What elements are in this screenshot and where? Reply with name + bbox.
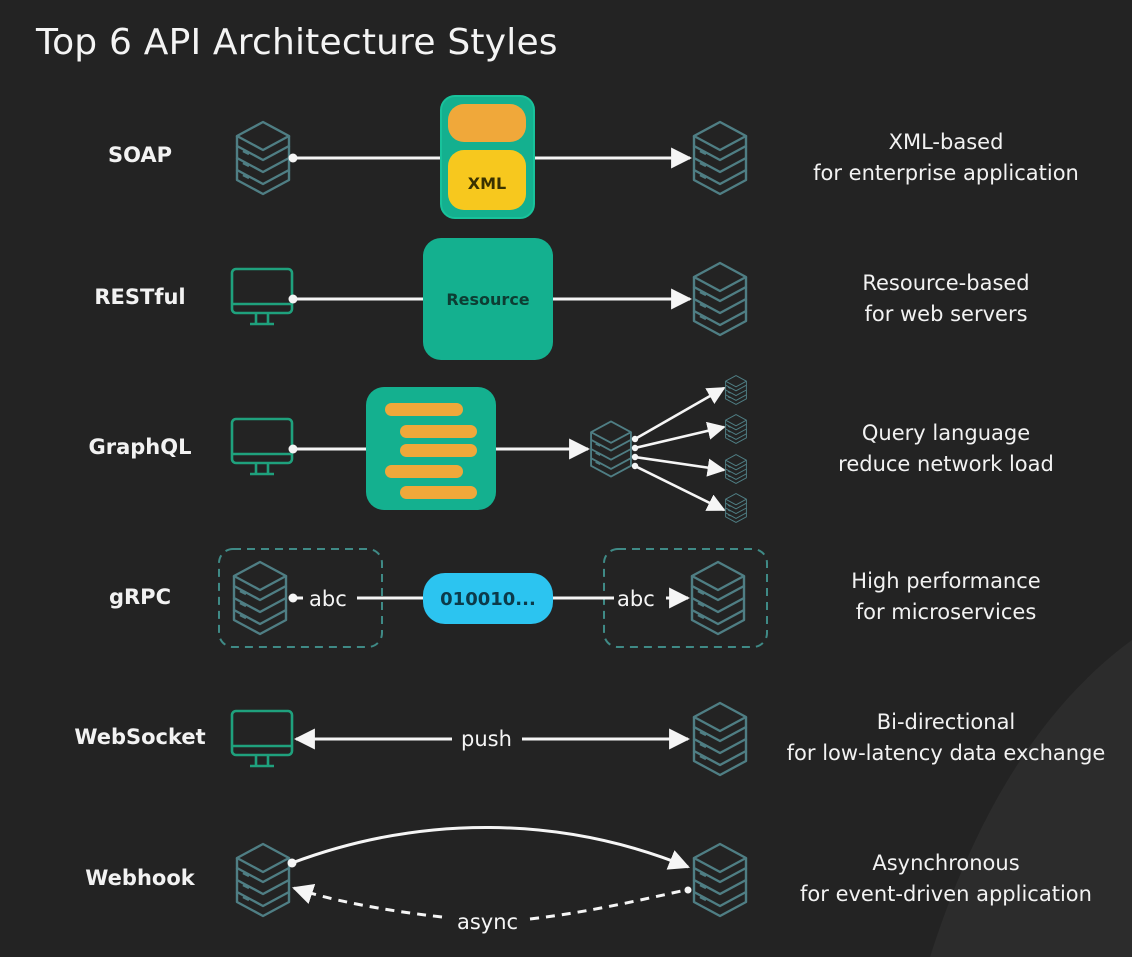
resource-label: Resource [446, 290, 529, 309]
query-line [400, 444, 477, 457]
grpc-row: abc 010010... abc [218, 548, 768, 648]
envelope-header [448, 104, 526, 142]
resource-box: Resource [423, 238, 553, 360]
description-line-2: for enterprise application [813, 161, 1079, 185]
row-label-restful: RESTful [94, 285, 186, 309]
server-stack-icon [690, 560, 746, 636]
row-label-webhook: Webhook [85, 866, 195, 890]
description-graphql: Query language reduce network load [760, 418, 1132, 480]
description-restful: Resource-based for web servers [760, 268, 1132, 330]
server-stack-icon [232, 560, 288, 636]
xml-envelope: XML [440, 95, 535, 219]
monitor-icon [230, 267, 294, 326]
soap-row: XML [235, 95, 748, 219]
query-line [400, 425, 477, 438]
binary-label: 010010... [440, 589, 536, 610]
page-title: Top 6 API Architecture Styles [36, 22, 558, 63]
server-stack-icon [235, 120, 291, 196]
description-line-1: XML-based [888, 130, 1004, 154]
server-stack-icon [590, 420, 632, 478]
monitor-icon [230, 709, 294, 768]
monitor-icon [230, 417, 294, 476]
websocket-row: push [230, 701, 748, 777]
row-label-grpc: gRPC [108, 585, 171, 609]
row-label-soap: SOAP [107, 143, 173, 167]
async-label: async [457, 910, 518, 934]
small-server-icon [725, 454, 747, 484]
connector-dot [287, 858, 297, 868]
connector-dot [288, 294, 298, 304]
graphql-row [230, 375, 747, 523]
description-soap: XML-based for enterprise application [760, 127, 1132, 189]
envelope-body [448, 150, 526, 210]
description-line-2: for low-latency data exchange [786, 741, 1106, 765]
description-line-2: for web servers [864, 302, 1028, 326]
server-stack-icon [692, 701, 748, 777]
client-stub-boundary [218, 548, 383, 648]
push-label: push [461, 727, 512, 751]
fanout-arrow [634, 464, 726, 512]
webhook-row: async [235, 826, 748, 934]
fanout-arrow [634, 386, 726, 441]
description-line-1: Asynchronous [872, 851, 1020, 875]
fanout-arrow [634, 421, 726, 450]
row-label-graphql: GraphQL [88, 435, 192, 459]
deserialize-label: abc [617, 587, 655, 611]
description-line-2: for event-driven application [800, 882, 1092, 906]
server-stack-icon [235, 842, 291, 918]
row-label-websocket: WebSocket [74, 725, 206, 749]
binary-pill: 010010... [423, 573, 553, 624]
description-line-1: High performance [851, 569, 1041, 593]
async-response-arrow-left [292, 884, 443, 919]
server-stack-icon [692, 261, 748, 337]
fanout-arrows [631, 386, 726, 512]
description-grpc: High performance for microservices [760, 566, 1132, 628]
description-line-1: Resource-based [862, 271, 1030, 295]
description-line-1: Bi-directional [876, 710, 1016, 734]
description-line-1: Query language [861, 421, 1031, 445]
description-websocket: Bi-directional for low-latency data exch… [760, 707, 1132, 769]
server-stack-icon [692, 842, 748, 918]
query-line [400, 486, 477, 499]
event-callback-arrow [291, 826, 690, 870]
restful-row: Resource [230, 238, 748, 360]
description-webhook: Asynchronous for event-driven applicatio… [760, 848, 1132, 910]
small-server-icon [725, 493, 747, 523]
query-line [385, 465, 463, 478]
server-stack-icon [692, 120, 748, 196]
xml-label: XML [468, 174, 506, 193]
fanout-arrow [634, 455, 726, 477]
connector-dot [288, 444, 298, 454]
connector-dot [288, 153, 298, 163]
small-server-icon [725, 375, 747, 405]
query-box [366, 387, 496, 510]
query-line [385, 403, 463, 416]
small-server-icon [725, 414, 747, 444]
description-line-2: for microservices [855, 600, 1037, 624]
description-line-2: reduce network load [838, 452, 1054, 476]
async-response-arrow-right [529, 888, 687, 921]
serialize-label: abc [309, 587, 347, 611]
